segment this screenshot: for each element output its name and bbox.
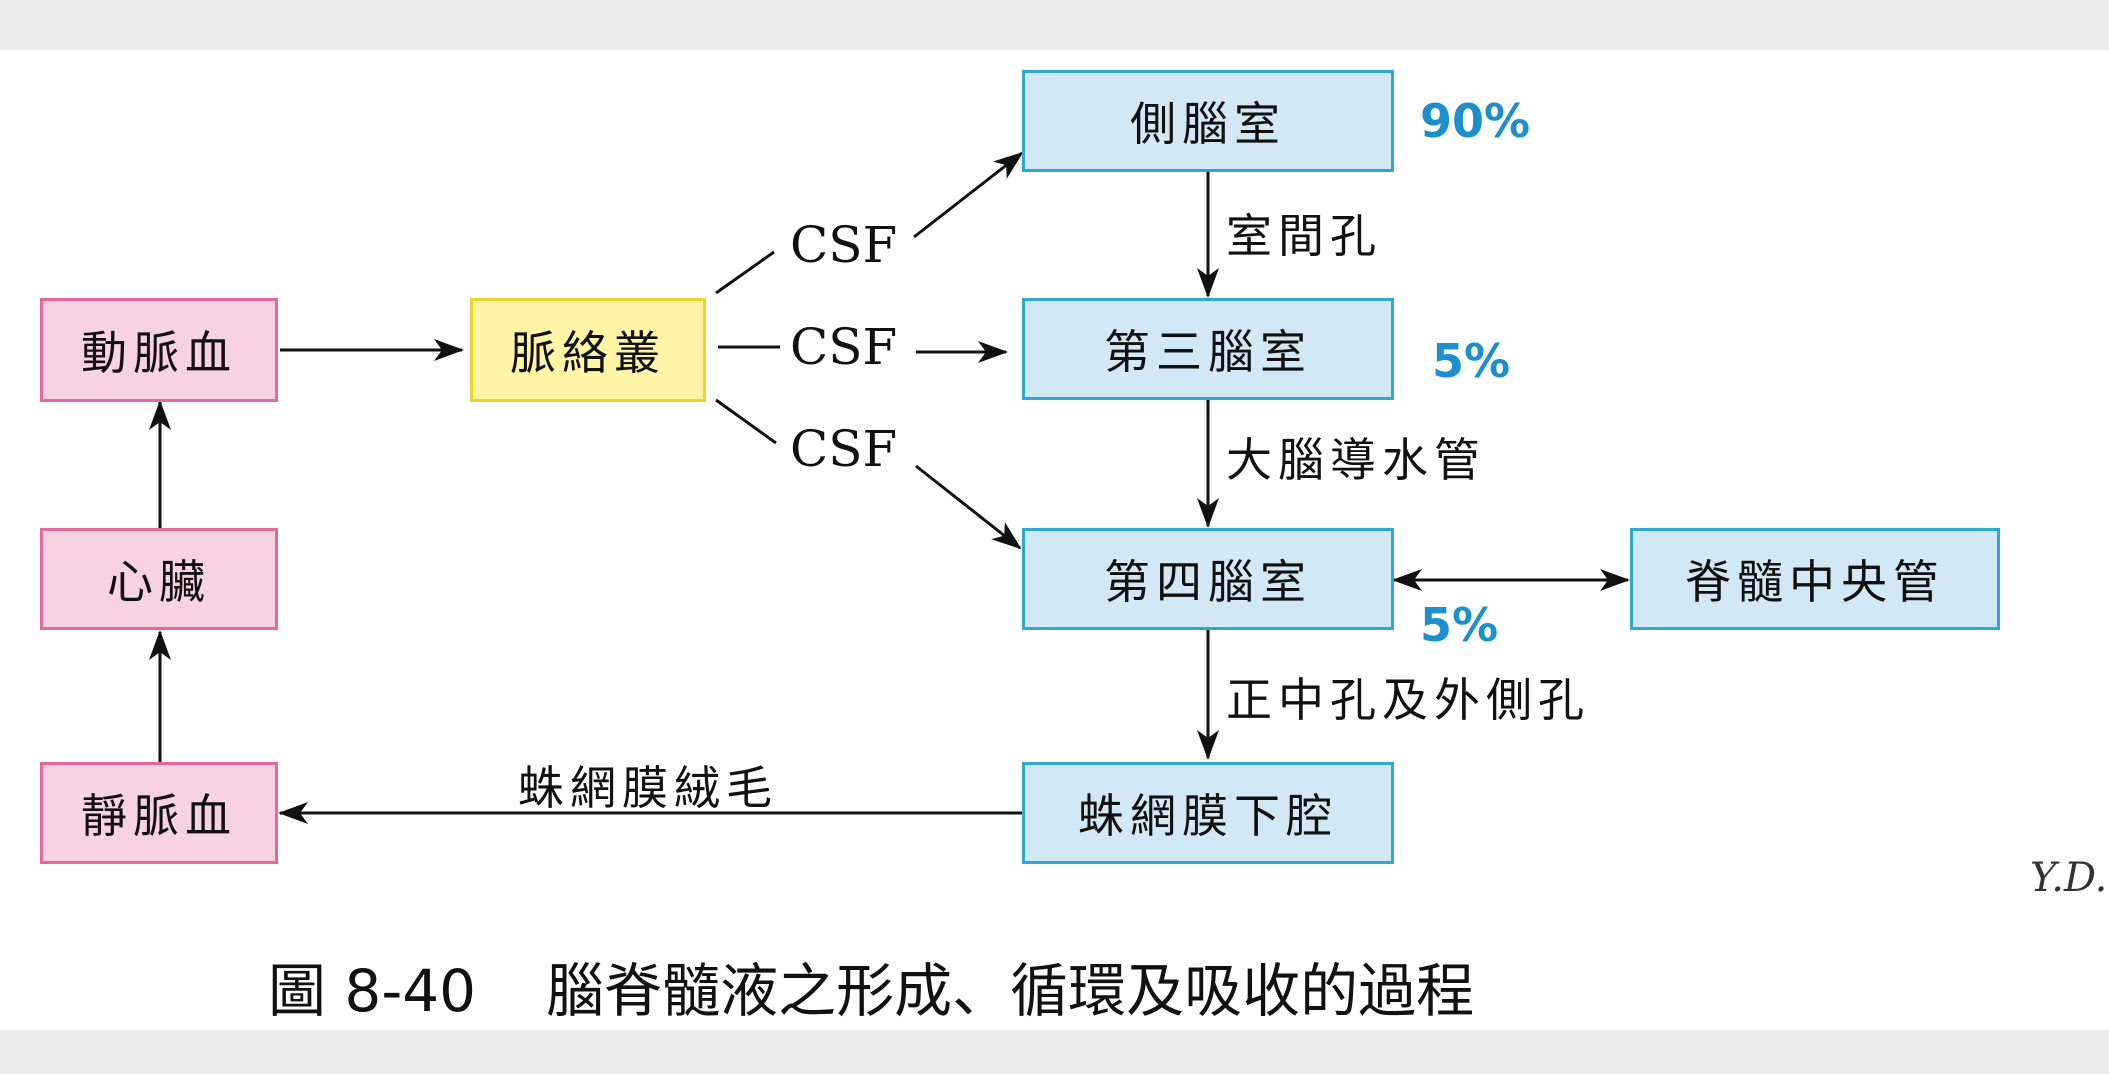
csf-line-upper-left <box>715 250 775 295</box>
figure-caption: 圖 8-40 腦脊髓液之形成、循環及吸收的過程 <box>268 944 1474 1028</box>
edge-label-csf-lower: CSF <box>790 420 898 478</box>
node-venous-blood: 靜脈血 <box>40 762 278 864</box>
node-central-canal: 脊髓中央管 <box>1630 528 2000 630</box>
percent-third-ventricle: 5% <box>1432 334 1511 388</box>
csf-line-lower-left <box>715 398 777 445</box>
csf-arrow-upper <box>913 151 1024 239</box>
node-choroid-plexus: 脈絡叢 <box>470 298 706 402</box>
edge-label-cerebral-aqueduct: 大腦導水管 <box>1226 433 1486 487</box>
percent-lateral-ventricle: 90% <box>1420 94 1531 148</box>
node-heart: 心臟 <box>40 528 278 630</box>
caption-number: 圖 8-40 <box>268 957 477 1025</box>
node-lateral-ventricle: 側腦室 <box>1022 70 1394 172</box>
percent-fourth-ventricle: 5% <box>1420 598 1499 652</box>
edge-label-arachnoid-villi: 蛛網膜絨毛 <box>518 761 778 815</box>
caption-title: 腦脊髓液之形成、循環及吸收的過程 <box>546 957 1475 1025</box>
edge-label-csf-middle: CSF <box>790 318 898 376</box>
node-subarachnoid-space: 蛛網膜下腔 <box>1022 762 1394 864</box>
author-signature: Y.D. <box>2030 855 2108 901</box>
edge-label-csf-upper: CSF <box>790 216 898 274</box>
edge-label-median-lateral-apertures: 正中孔及外側孔 <box>1226 673 1590 727</box>
edge-label-interventricular-foramen: 室間孔 <box>1226 209 1382 263</box>
node-third-ventricle: 第三腦室 <box>1022 298 1394 400</box>
csf-arrow-lower <box>915 464 1022 550</box>
node-arterial-blood: 動脈血 <box>40 298 278 402</box>
node-fourth-ventricle: 第四腦室 <box>1022 528 1394 630</box>
